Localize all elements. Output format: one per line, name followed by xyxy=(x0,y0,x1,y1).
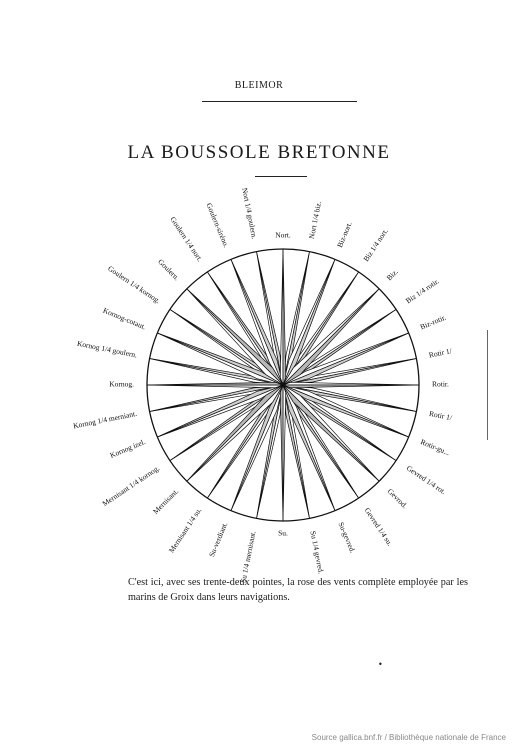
compass-point-label: Su-gevred. xyxy=(337,521,358,555)
compass-point-label: Nort 1/4 goulern. xyxy=(240,187,259,240)
compass-point-label: Goulern 1/4 nort. xyxy=(168,215,204,263)
compass-point-label: Su. xyxy=(278,529,288,538)
spike-light-0 xyxy=(279,248,284,386)
compass-point-label: Nort. xyxy=(275,231,291,240)
compass-point-label: Nort 1/4 biz. xyxy=(307,200,323,239)
title-rule xyxy=(255,176,307,177)
compass-point-label: Rotir-gu... xyxy=(419,437,451,457)
spike-shaded-28 xyxy=(186,288,284,386)
source-credit: Source gallica.bnf.fr / Bibliothèque nat… xyxy=(311,733,506,742)
spike-shaded-30 xyxy=(230,259,284,386)
spike-light-8 xyxy=(282,381,420,386)
spike-shaded-14 xyxy=(282,384,336,511)
compass-point-label: Biz-rotir. xyxy=(419,313,448,332)
spike-shaded-22 xyxy=(157,384,284,438)
compass-point-label: Biz 1/4 rotir. xyxy=(404,277,441,306)
compass-point-label: Gevred 1/4 su. xyxy=(363,506,395,548)
running-header: BLEIMOR xyxy=(234,80,284,91)
compass-point-label: Kornog izel. xyxy=(109,437,147,460)
spike-shaded-8 xyxy=(282,384,420,389)
caption-text: C'est ici, avec ses trente-deux pointes,… xyxy=(128,577,468,603)
compass-point-label: Su-verdiant. xyxy=(207,521,229,559)
spike-shaded-24 xyxy=(146,381,284,386)
spike-shaded-6 xyxy=(282,332,409,386)
page-title: LA BOUSSOLE BRETONNE xyxy=(127,142,391,163)
compass-point-label: Kornog 1/4 goulern. xyxy=(76,339,138,360)
compass-point-label: Gevrod. xyxy=(386,487,410,511)
spike-light-24 xyxy=(146,384,284,389)
compass-point-label: Gevred 1/4 rot. xyxy=(405,463,448,496)
compass-point-label: Su 1/4 gevred. xyxy=(308,530,325,575)
header-rule xyxy=(202,101,357,102)
compass-point-label: Biz. xyxy=(385,267,400,282)
compass-point-label: Rotir 1/ xyxy=(428,409,453,423)
compass-spikes xyxy=(146,248,420,522)
spike-light-16 xyxy=(282,384,287,522)
compass-point-label: Goulern. xyxy=(156,257,181,282)
compass-point-label: Mernisant. xyxy=(151,487,180,516)
compass-point-label: Rotir 1/ xyxy=(428,346,453,360)
compass-point-label: Kornog 1/4 merniant. xyxy=(72,409,137,431)
compass-point-label: Rotir. xyxy=(432,380,449,389)
compass-point-label: Goulern-siréno. xyxy=(204,202,230,249)
compass-point-label: Biz 1/4 nort. xyxy=(361,227,389,263)
spike-shaded-4 xyxy=(282,288,380,386)
spike-shaded-16 xyxy=(279,384,284,522)
spike-shaded-20 xyxy=(186,384,284,482)
compass-point-label: Kornog. xyxy=(109,380,134,389)
spike-shaded-12 xyxy=(282,384,380,482)
ink-dot: • xyxy=(378,660,383,669)
compass-point-label: Mernisant 1/4 su. xyxy=(167,506,204,555)
page-edge-mark xyxy=(487,330,488,440)
compass-point-label: Kornog-cotaut. xyxy=(102,306,148,332)
compass-point-label: Biz-nort. xyxy=(335,220,354,248)
compass-point-label: Goulern 1/4 kornog. xyxy=(106,264,162,306)
spike-shaded-0 xyxy=(282,248,287,386)
compass-point-label: Mernisant 1/4 kornog. xyxy=(101,463,162,508)
